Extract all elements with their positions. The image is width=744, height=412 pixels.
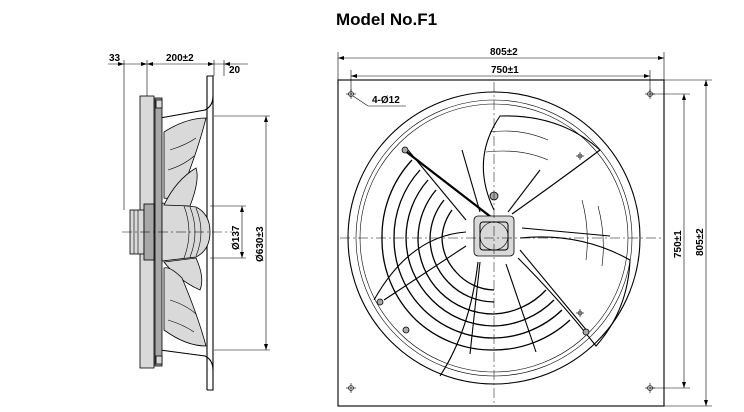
side-dim-ring-label: Ø630±3 bbox=[255, 226, 266, 262]
front-guard-cage bbox=[376, 146, 611, 355]
model-title: Model No.F1 bbox=[336, 10, 437, 29]
side-top-dimensions bbox=[108, 60, 248, 210]
front-mounting-plate bbox=[337, 79, 665, 407]
mounting-hole-icon bbox=[346, 89, 356, 99]
front-right-dimensions bbox=[650, 79, 712, 407]
side-dim-flange-label: 20 bbox=[229, 65, 241, 76]
side-dim-hub-label: Ø137 bbox=[231, 225, 242, 250]
mounting-hole-icon bbox=[346, 383, 356, 393]
front-dim-holes-label: 4-Ø12 bbox=[372, 95, 400, 106]
front-dim-pitch-width-label: 750±1 bbox=[491, 65, 519, 76]
side-right-dimensions bbox=[210, 115, 270, 351]
mounting-hole-icon bbox=[576, 152, 584, 160]
front-top-dimensions bbox=[337, 52, 665, 96]
side-view: 33 200±2 20 bbox=[108, 53, 270, 391]
side-dim-depth-label: 200±2 bbox=[166, 53, 194, 64]
mounting-hole-icon bbox=[576, 309, 584, 317]
front-mounting-holes bbox=[346, 89, 655, 393]
front-blades bbox=[373, 115, 631, 377]
front-dim-height-label: 805±2 bbox=[695, 228, 706, 256]
front-dim-width-label: 805±2 bbox=[490, 47, 518, 58]
side-dim-left-label: 33 bbox=[109, 53, 121, 64]
side-blades bbox=[163, 117, 207, 347]
front-dim-pitch-height-label: 750±1 bbox=[673, 230, 684, 258]
front-view: 805±2 750±1 bbox=[337, 47, 712, 407]
